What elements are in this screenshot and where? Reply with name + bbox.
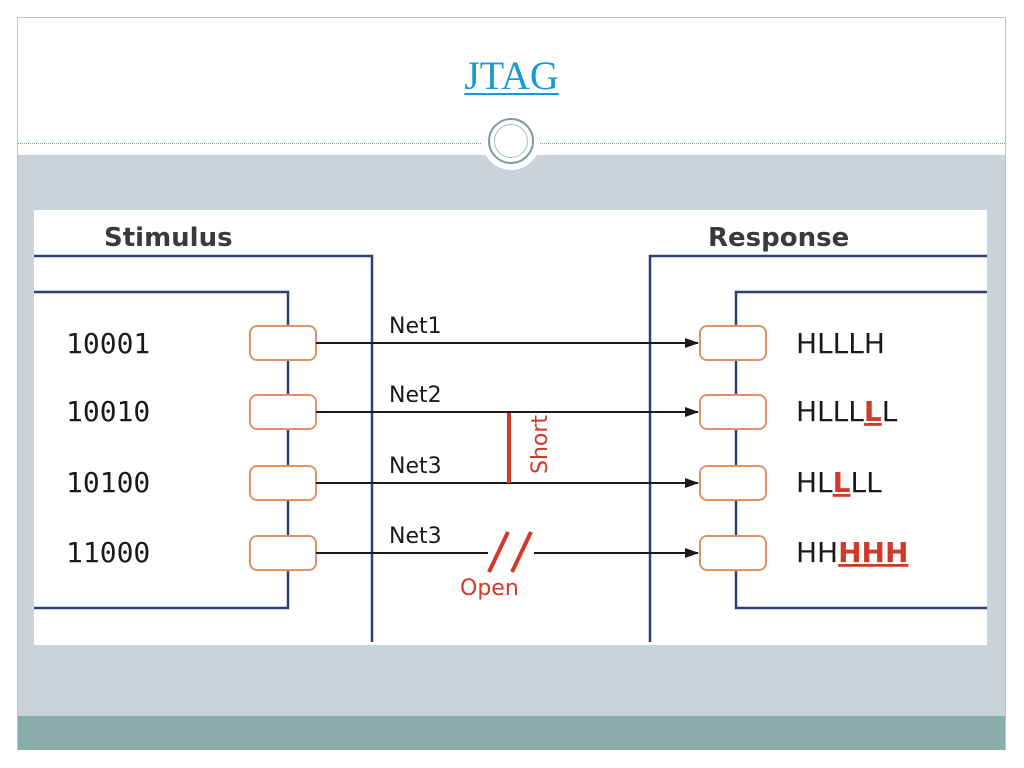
row-net3: 10100 Net3 HLLLL	[66, 454, 882, 501]
boundary-cell-out	[249, 394, 317, 430]
boundary-cell-in	[699, 325, 767, 361]
stimulus-outer-border	[34, 254, 374, 642]
stimulus-value: 10001	[66, 327, 150, 360]
jtag-diagram: Stimulus Response 10001 Net1 HLLLH 10010…	[34, 210, 987, 645]
response-value: HLLLL	[796, 466, 882, 499]
stimulus-value: 10010	[66, 395, 150, 428]
stimulus-inner-border	[34, 290, 290, 610]
net-label: Net2	[389, 383, 442, 408]
boundary-cell-out	[249, 465, 317, 501]
short-fault: Short	[507, 413, 553, 483]
jtag-diagram-svg: Stimulus Response 10001 Net1 HLLLH 10010…	[34, 223, 987, 642]
short-label: Short	[528, 415, 553, 474]
slide-title[interactable]: JTAG	[464, 53, 559, 98]
net-label: Net3	[389, 454, 442, 479]
response-inner-border	[734, 290, 987, 610]
response-value: HLLLLL	[796, 395, 898, 428]
boundary-cell-in	[699, 535, 767, 571]
fault-bit: HHH	[838, 536, 908, 569]
response-value: HHHHH	[796, 536, 908, 569]
fault-bit: L	[833, 466, 851, 499]
boundary-cell-out	[249, 325, 317, 361]
fault-bit: L	[864, 395, 882, 428]
row-net1: 10001 Net1 HLLLH	[66, 314, 885, 361]
net-label: Net1	[389, 314, 442, 339]
open-label: Open	[460, 576, 519, 601]
open-break-mark	[487, 531, 510, 573]
stimulus-label: Stimulus	[104, 223, 233, 253]
circle-ornament-icon	[482, 112, 540, 170]
net-label: Net3	[389, 524, 442, 549]
response-outer-border	[648, 254, 987, 642]
row-net2: 10010 Net2 HLLLLL	[66, 383, 898, 430]
footer-band	[18, 716, 1005, 750]
stimulus-value: 11000	[66, 536, 150, 569]
response-label: Response	[708, 223, 849, 253]
boundary-cell-out	[249, 535, 317, 571]
stimulus-value: 10100	[66, 466, 150, 499]
response-value: HLLLH	[796, 327, 885, 360]
boundary-cell-in	[699, 394, 767, 430]
boundary-cell-in	[699, 465, 767, 501]
open-break-mark	[510, 531, 533, 573]
row-net4: 11000 Net3 Open HHHHH	[66, 524, 908, 601]
